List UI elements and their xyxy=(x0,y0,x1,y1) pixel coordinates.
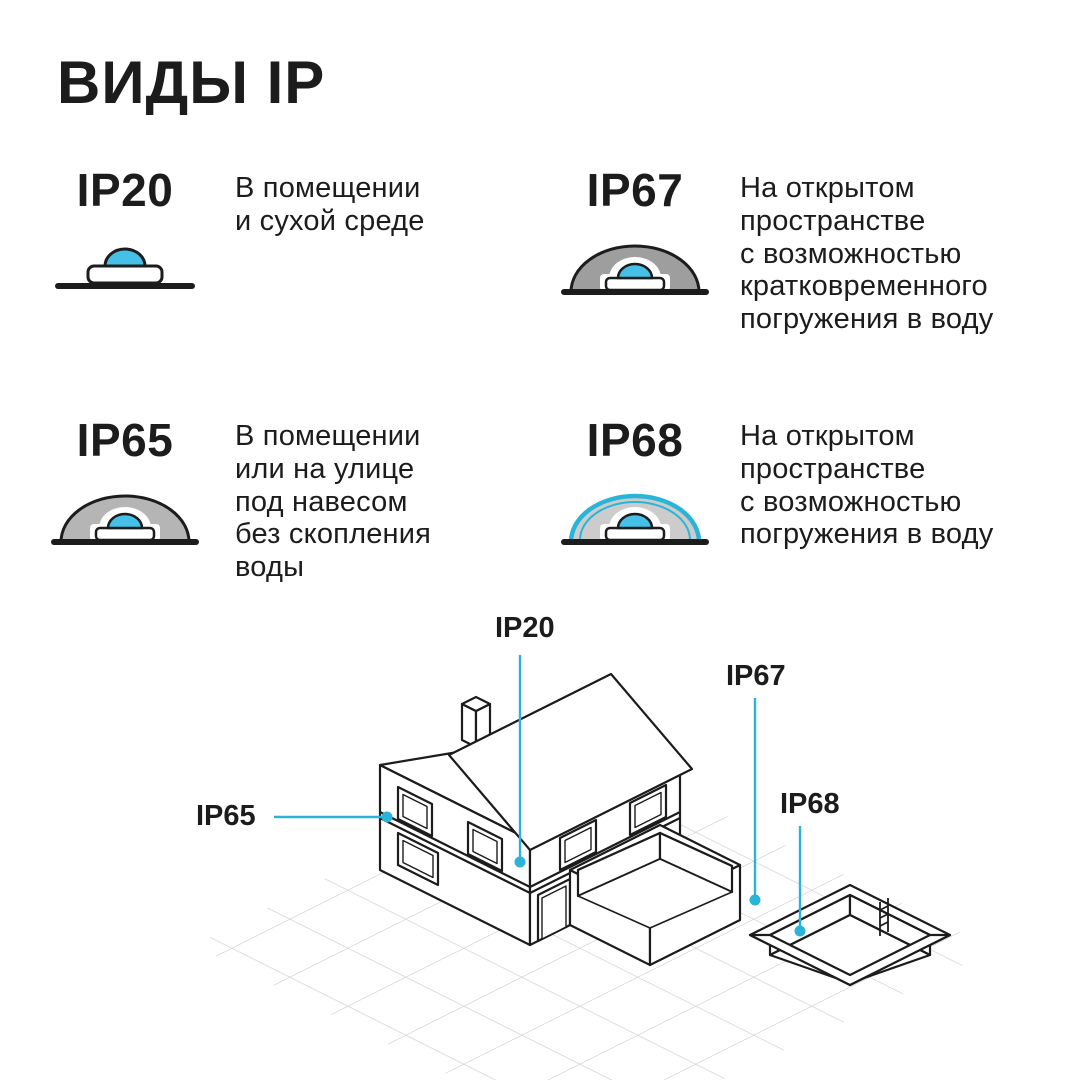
rating-card-ip65: IP65 xyxy=(45,415,205,554)
rating-description: На открытом пространстве с возможностью … xyxy=(740,420,994,551)
rating-card-ip20: IP20 xyxy=(45,165,205,294)
rating-description: В помещении и сухой среде xyxy=(235,172,425,237)
rating-code: IP20 xyxy=(76,164,174,216)
rating-card-ip68: IP68 xyxy=(555,415,715,554)
diagram-label-ip68: IP68 xyxy=(780,788,840,820)
rating-code: IP65 xyxy=(76,414,174,466)
door xyxy=(536,877,572,943)
rating-card-ip67: IP67 xyxy=(555,165,715,304)
roof xyxy=(447,672,694,852)
pool-ladder xyxy=(879,898,889,936)
rating-code: IP68 xyxy=(586,414,684,466)
window xyxy=(558,783,668,872)
rating-code: IP67 xyxy=(586,164,684,216)
diagram-label-ip67: IP67 xyxy=(726,660,786,692)
marker-dot-ip67 xyxy=(749,894,761,906)
marker-dot-ip65 xyxy=(381,811,393,823)
led-module-dome-sealed-icon xyxy=(555,474,715,554)
diagram-label-ip20: IP20 xyxy=(495,612,555,644)
page-title: ВИДЫ IP xyxy=(57,49,326,116)
led-module-dome-gray-icon xyxy=(45,474,205,554)
rating-description: В помещении или на улице под навесом без… xyxy=(235,420,432,584)
marker-dot-ip68 xyxy=(794,925,806,937)
rating-description: На открытом пространстве с возможностью … xyxy=(740,172,994,336)
led-module-open-icon xyxy=(45,232,205,294)
ip-markers xyxy=(274,655,806,937)
led-module-dome-dark-icon xyxy=(555,224,715,304)
diagram-label-ip65: IP65 xyxy=(196,800,256,832)
house-scene-illustration xyxy=(195,655,995,1080)
open-room-wing xyxy=(568,823,742,967)
house xyxy=(378,672,742,967)
window xyxy=(396,785,504,887)
marker-dot-ip20 xyxy=(514,856,526,868)
